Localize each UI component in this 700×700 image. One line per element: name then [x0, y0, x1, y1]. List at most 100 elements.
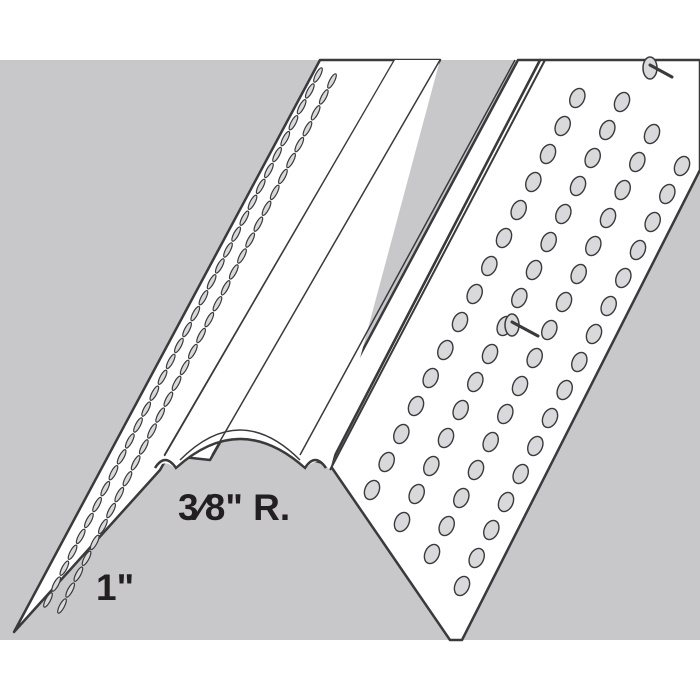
perforation-slot [124, 433, 135, 449]
perforation-slot [51, 576, 62, 592]
perforation-slot [272, 146, 283, 163]
perforation-hole [481, 343, 499, 365]
perforation-slot [228, 264, 239, 280]
perforation-hole [584, 147, 601, 169]
perforation-slot [83, 512, 94, 529]
perforation-slot [92, 496, 103, 513]
perforation-slot [65, 582, 76, 598]
perforation-hole [468, 547, 485, 569]
perforation-slot [214, 258, 225, 274]
perforation-slot [141, 401, 152, 417]
perforation-slot [294, 136, 305, 153]
perforation-slot [310, 105, 321, 121]
perforation-slot [165, 353, 176, 370]
perforation-slot [269, 184, 280, 201]
perforation-slot [277, 168, 288, 185]
perforation-slot [130, 455, 141, 471]
perforation-hole [644, 211, 661, 233]
perforation-slot [263, 162, 274, 179]
perforation-hole [541, 407, 559, 429]
perforation-hole [527, 435, 544, 457]
perforation-slot [171, 375, 182, 392]
perforation-slot [114, 486, 125, 503]
perforation-slot [43, 592, 53, 608]
perforation-hole [540, 231, 557, 253]
perforation-slot [198, 289, 209, 306]
ridge-line [329, 59, 546, 471]
perforation-hole [614, 179, 631, 201]
perforation-hole [423, 543, 441, 565]
perforation-slot [237, 248, 247, 264]
perforation-slot [187, 343, 198, 360]
perforation-hole [393, 423, 410, 445]
perforation-hole [437, 427, 455, 449]
perforation-slot [179, 359, 190, 376]
perforation-slot [247, 194, 258, 211]
perforation-hole [422, 367, 439, 389]
nail-fastener [504, 313, 540, 338]
perforation-hole [510, 199, 527, 221]
perforation-slot [59, 560, 70, 576]
perforation-hole [452, 399, 469, 421]
right-flange-perforations [363, 87, 691, 597]
perforation-hole [554, 115, 571, 137]
perforation-slot [206, 274, 217, 290]
perforation-slot [296, 99, 307, 115]
perforation-slot [182, 321, 193, 338]
perforation-slot [163, 391, 174, 407]
perforation-slot [196, 327, 207, 344]
perforation-slot [138, 439, 149, 455]
perforation-hole [526, 347, 543, 369]
perforation-hole [512, 463, 529, 485]
perforation-hole [423, 455, 440, 477]
perforation-hole [599, 119, 616, 141]
perforation-hole [525, 171, 542, 193]
left-flange-perforations [43, 67, 337, 614]
bullnose-inner-curve [179, 429, 301, 461]
perforation-hole [615, 267, 632, 289]
perforation-hole [555, 291, 573, 313]
perforation-hole [643, 123, 661, 145]
perforation-hole [585, 323, 603, 345]
radius-label: 3⁄8" R. [178, 487, 290, 528]
perforation-hole [408, 483, 425, 505]
perforation-hole [555, 203, 572, 225]
perforation-hole [541, 319, 558, 341]
perforation-slot [173, 337, 184, 354]
perforation-slot [302, 120, 313, 137]
perforation-hole [556, 379, 573, 401]
perforation-slot [286, 152, 297, 169]
perforation-hole [539, 143, 557, 165]
perforation-slot [204, 311, 215, 328]
perforation-hole [569, 175, 587, 197]
perforation-slot [304, 83, 315, 99]
perforation-hole [497, 403, 514, 425]
perforation-slot [280, 130, 291, 147]
perforation-slot [97, 518, 108, 535]
perforation-hole [482, 431, 499, 453]
perforation-hole [438, 515, 455, 537]
perforation-slot [157, 369, 168, 386]
perforation-hole [481, 255, 498, 277]
perforation-slot [116, 449, 127, 465]
perforation-hole [453, 575, 471, 597]
perforation-hole [378, 451, 395, 473]
perforation-hole [629, 151, 646, 173]
perforation-hole [511, 375, 529, 397]
perforation-hole [467, 459, 485, 481]
perforation-slot [288, 114, 299, 131]
perforation-slot [89, 534, 100, 551]
perforation-hole [437, 339, 454, 361]
perforation-slot [318, 89, 329, 105]
perforation-hole [453, 487, 470, 509]
perforation-slot [255, 178, 266, 195]
perforation-hole [525, 259, 543, 281]
perforation-slot [81, 550, 92, 567]
perforation-slot [253, 216, 264, 232]
perforation-slot [212, 295, 223, 312]
bullnose-outline [153, 437, 328, 470]
perforation-slot [327, 73, 337, 89]
perforation-slot [100, 480, 111, 497]
perforation-slot [108, 464, 119, 481]
